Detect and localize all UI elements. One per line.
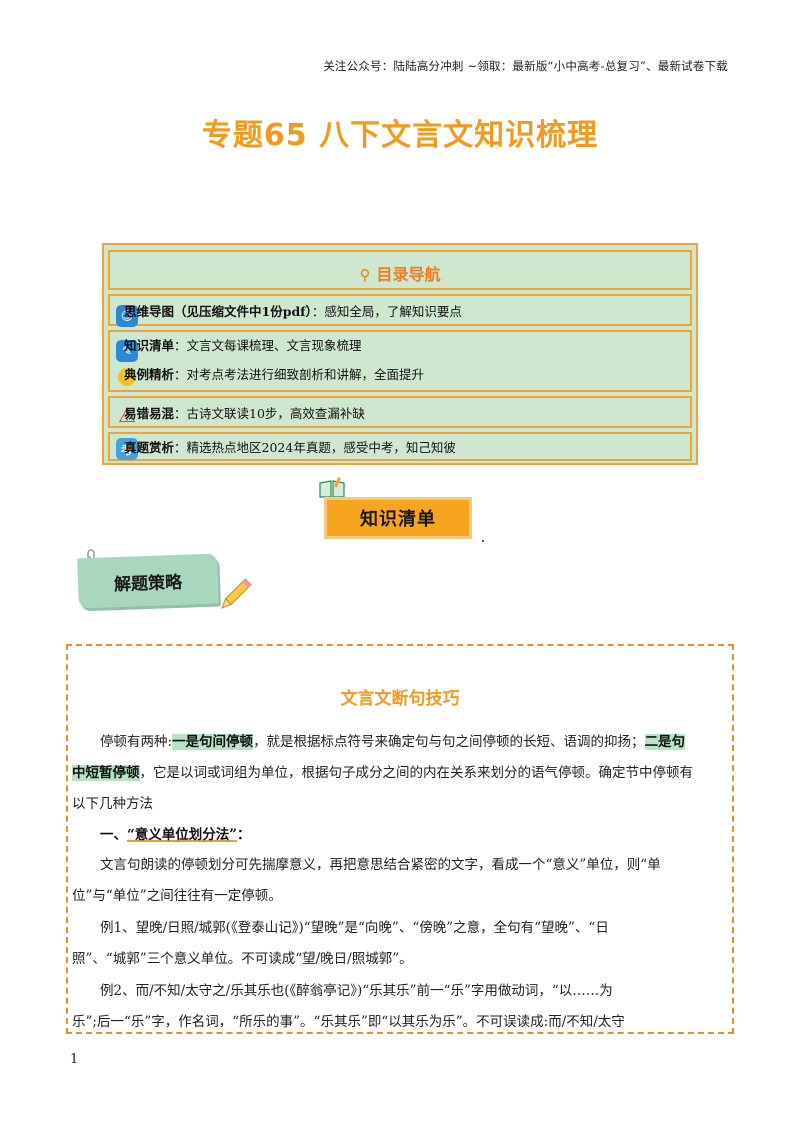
section-title: 文言文断句技巧 [340,689,460,709]
para-text: ，就是根据标点符号来确定句与句之间停顿的长短、语调的抑扬； [253,734,645,750]
exam-icon: 考 [116,438,138,460]
para-text: 文言句朗读的停顿划分可先揣摩意义，再把意思结合紧密的文字，看成一个“意义”单位，… [100,857,661,873]
toc-item-errors[interactable]: ⚠ 易错易混：古诗文联读10步，高效查漏补缺 [108,396,692,428]
paragraph-example-2: 例2、而/不知/太守之/乐其乐也(《醉翁亭记》)“乐其乐”前一“乐”字用做动词，… [72,976,716,1038]
toc-item-label: 易错易混 [124,406,175,421]
warning-icon: ⚠ [118,403,136,427]
brain-icon: ☺ [116,305,138,327]
toc-item-text: ：精选热点地区2024年真题，感受中考，知己知彼 [174,440,456,455]
header-note: 关注公众号：陆陆高分冲刺 ~领取：最新版“小中高考-总复习”、最新试卷下载 [323,59,728,73]
para-text: 照”、“城郭”三个意义单位。不可读成“望/晚日/照城郭”。 [72,951,413,967]
pencil-icon [221,578,252,609]
toc-item-label: 真题赏析 [124,440,175,455]
toc-header: ⚲ 目录导航 [108,250,692,290]
paragraph-method-1: 文言句朗读的停顿划分可先揣摩意义，再把意思结合紧密的文字，看成一个“意义”单位，… [72,850,716,912]
edit-icon: ✎ [116,340,138,362]
toc-item-text: ：文言文每课梳理、文言现象梳理 [174,338,362,353]
toc-box: ⚲ 目录导航 ☺ 思维导图（见压缩文件中1份pdf）：感知全局，了解知识要点 ✎ … [102,243,698,465]
toc-item-label: 知识清单 [124,338,175,353]
knowledge-list-label: 知识清单 [324,497,472,539]
heading-text: “意义单位划分法” [127,827,238,843]
para-text: 位”与“单位”之间往往有一定停顿。 [72,888,282,904]
content-box [66,644,734,1034]
para-text: ，它是以词或词组为单位，根据句子成分之间的内在关系来划分的语气停顿。确定节中停顿… [139,765,694,781]
para-text: 乐”;后一“乐”字，作名词，“所乐的事”。“乐其乐”即“以其乐为乐”。不可误读成… [72,1014,625,1030]
heading-method-1: 一、“意义单位划分法”： [100,827,251,843]
paragraph-intro: 停顿有两种:一是句间停顿，就是根据标点符号来确定句与句之间停顿的长短、语调的抑扬… [72,727,716,820]
para-text: 停顿有两种: [100,734,173,750]
toc-title: 目录导航 [376,265,441,284]
highlight-term: 二是句 [644,734,686,750]
knowledge-list-banner: 知识清单 [318,477,478,543]
paragraph-example-1: 例1、望晚/日照/城郭(《登泰山记》)“望晚”是“向晚”、“傍晚”之意，全句有“… [72,913,716,975]
decorative-dot [482,540,484,542]
location-pin-icon: ⚲ [359,266,371,284]
toc-item-label: 思维导图（见压缩文件中1份pdf） [124,304,312,319]
toc-item-text: ：感知全局，了解知识要点 [311,304,462,319]
para-text: 以下几种方法 [72,796,153,812]
toc-item-exams[interactable]: 考 真题赏析：精选热点地区2024年真题，感受中考，知己知彼 [108,432,692,461]
toc-item-mindmap[interactable]: ☺ 思维导图（见压缩文件中1份pdf）：感知全局，了解知识要点 [108,294,692,327]
toc-item-text: ：对考点考法进行细致剖析和讲解，全面提升 [174,367,425,382]
book-icon [319,477,345,498]
highlight-term: 一是句间停顿 [172,734,254,750]
para-text: 例2、而/不知/太守之/乐其乐也(《醉翁亭记》)“乐其乐”前一“乐”字用做动词，… [100,983,613,999]
toc-item-label: 典例精析 [124,367,175,382]
toc-item-text: ：古诗文联读10步，高效查漏补缺 [174,406,365,421]
highlight-term: 中短暂停顿 [72,765,140,781]
lightbulb-icon: ☀ [118,368,136,386]
page-number: 1 [70,1052,79,1067]
toc-item-knowledge[interactable]: ✎ 知识清单：文言文每课梳理、文言现象梳理 ☀ 典例精析：对考点考法进行细致剖析… [108,330,692,392]
strategy-tag: 解题策略 [77,553,219,609]
page-title: 专题65 八下文言文知识梳理 [201,118,599,153]
para-text: 例1、望晚/日照/城郭(《登泰山记》)“望晚”是“向晚”、“傍晚”之意，全句有“… [100,920,609,936]
